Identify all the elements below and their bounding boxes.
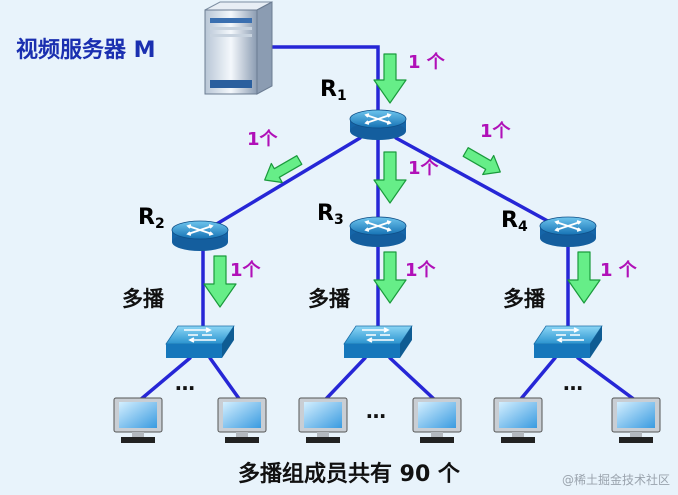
arrow-down-icon	[373, 151, 407, 204]
pc-icon-4	[412, 397, 462, 444]
link-r1-r4	[394, 136, 557, 227]
router-r4-icon	[539, 216, 597, 248]
router-r2-icon	[171, 220, 229, 252]
ellipsis-right: …	[563, 371, 584, 395]
video-server-title: 视频服务器 M	[16, 38, 156, 63]
network-links	[138, 45, 637, 402]
arrow-down-icon	[567, 251, 601, 304]
count-label-r3-branch: 1个	[408, 158, 439, 179]
router-label-r2: R2	[138, 205, 165, 232]
count-label-server: 1 个	[408, 52, 445, 73]
switch-icon-middle	[343, 325, 413, 359]
pc-icon-2	[217, 397, 267, 444]
router-label-r1: R1	[320, 77, 347, 104]
count-label-r2-branch: 1个	[247, 129, 278, 150]
pc-icon-5	[493, 397, 543, 444]
count-label-r4-branch: 1个	[480, 121, 511, 142]
link-sw4-pc-right	[576, 356, 637, 402]
link-sw3-pc-left	[323, 356, 367, 402]
link-sw4-pc-left	[518, 356, 557, 402]
arrow-down-left-icon	[264, 155, 303, 184]
router-r1-icon	[349, 109, 407, 141]
pc-icon-1	[113, 397, 163, 444]
arrow-down-icon	[373, 251, 407, 304]
video-server-icon	[204, 1, 273, 95]
multicast-label-left: 多播	[122, 287, 164, 311]
link-sw2-pc-right	[208, 356, 242, 402]
watermark: @稀土掘金技术社区	[561, 473, 670, 487]
arrow-down-right-icon	[462, 147, 501, 176]
count-label-r4-switch: 1 个	[600, 260, 637, 281]
link-server-r1	[266, 45, 380, 119]
multicast-label-middle: 多播	[308, 287, 350, 311]
arrow-down-icon	[203, 255, 237, 308]
router-label-r4: R4	[501, 208, 528, 235]
ellipsis-middle: …	[366, 399, 387, 423]
router-label-r3: R3	[317, 201, 344, 228]
multicast-label-right: 多播	[503, 287, 545, 311]
arrow-down-icon	[373, 53, 407, 104]
count-label-r2-switch: 1个	[230, 260, 261, 281]
router-r3-icon	[349, 216, 407, 248]
multicast-group-total: 多播组成员共有 90 个	[238, 462, 460, 487]
count-label-r3-switch: 1个	[405, 260, 436, 281]
switch-icon-left	[165, 325, 235, 359]
pc-icon-3	[298, 397, 348, 444]
ellipsis-left: …	[175, 371, 196, 395]
link-r1-r2	[208, 136, 362, 230]
switch-icon-right	[533, 325, 603, 359]
link-sw3-pc-right	[388, 356, 437, 402]
link-sw2-pc-left	[138, 356, 192, 402]
pc-icon-6	[611, 397, 661, 444]
